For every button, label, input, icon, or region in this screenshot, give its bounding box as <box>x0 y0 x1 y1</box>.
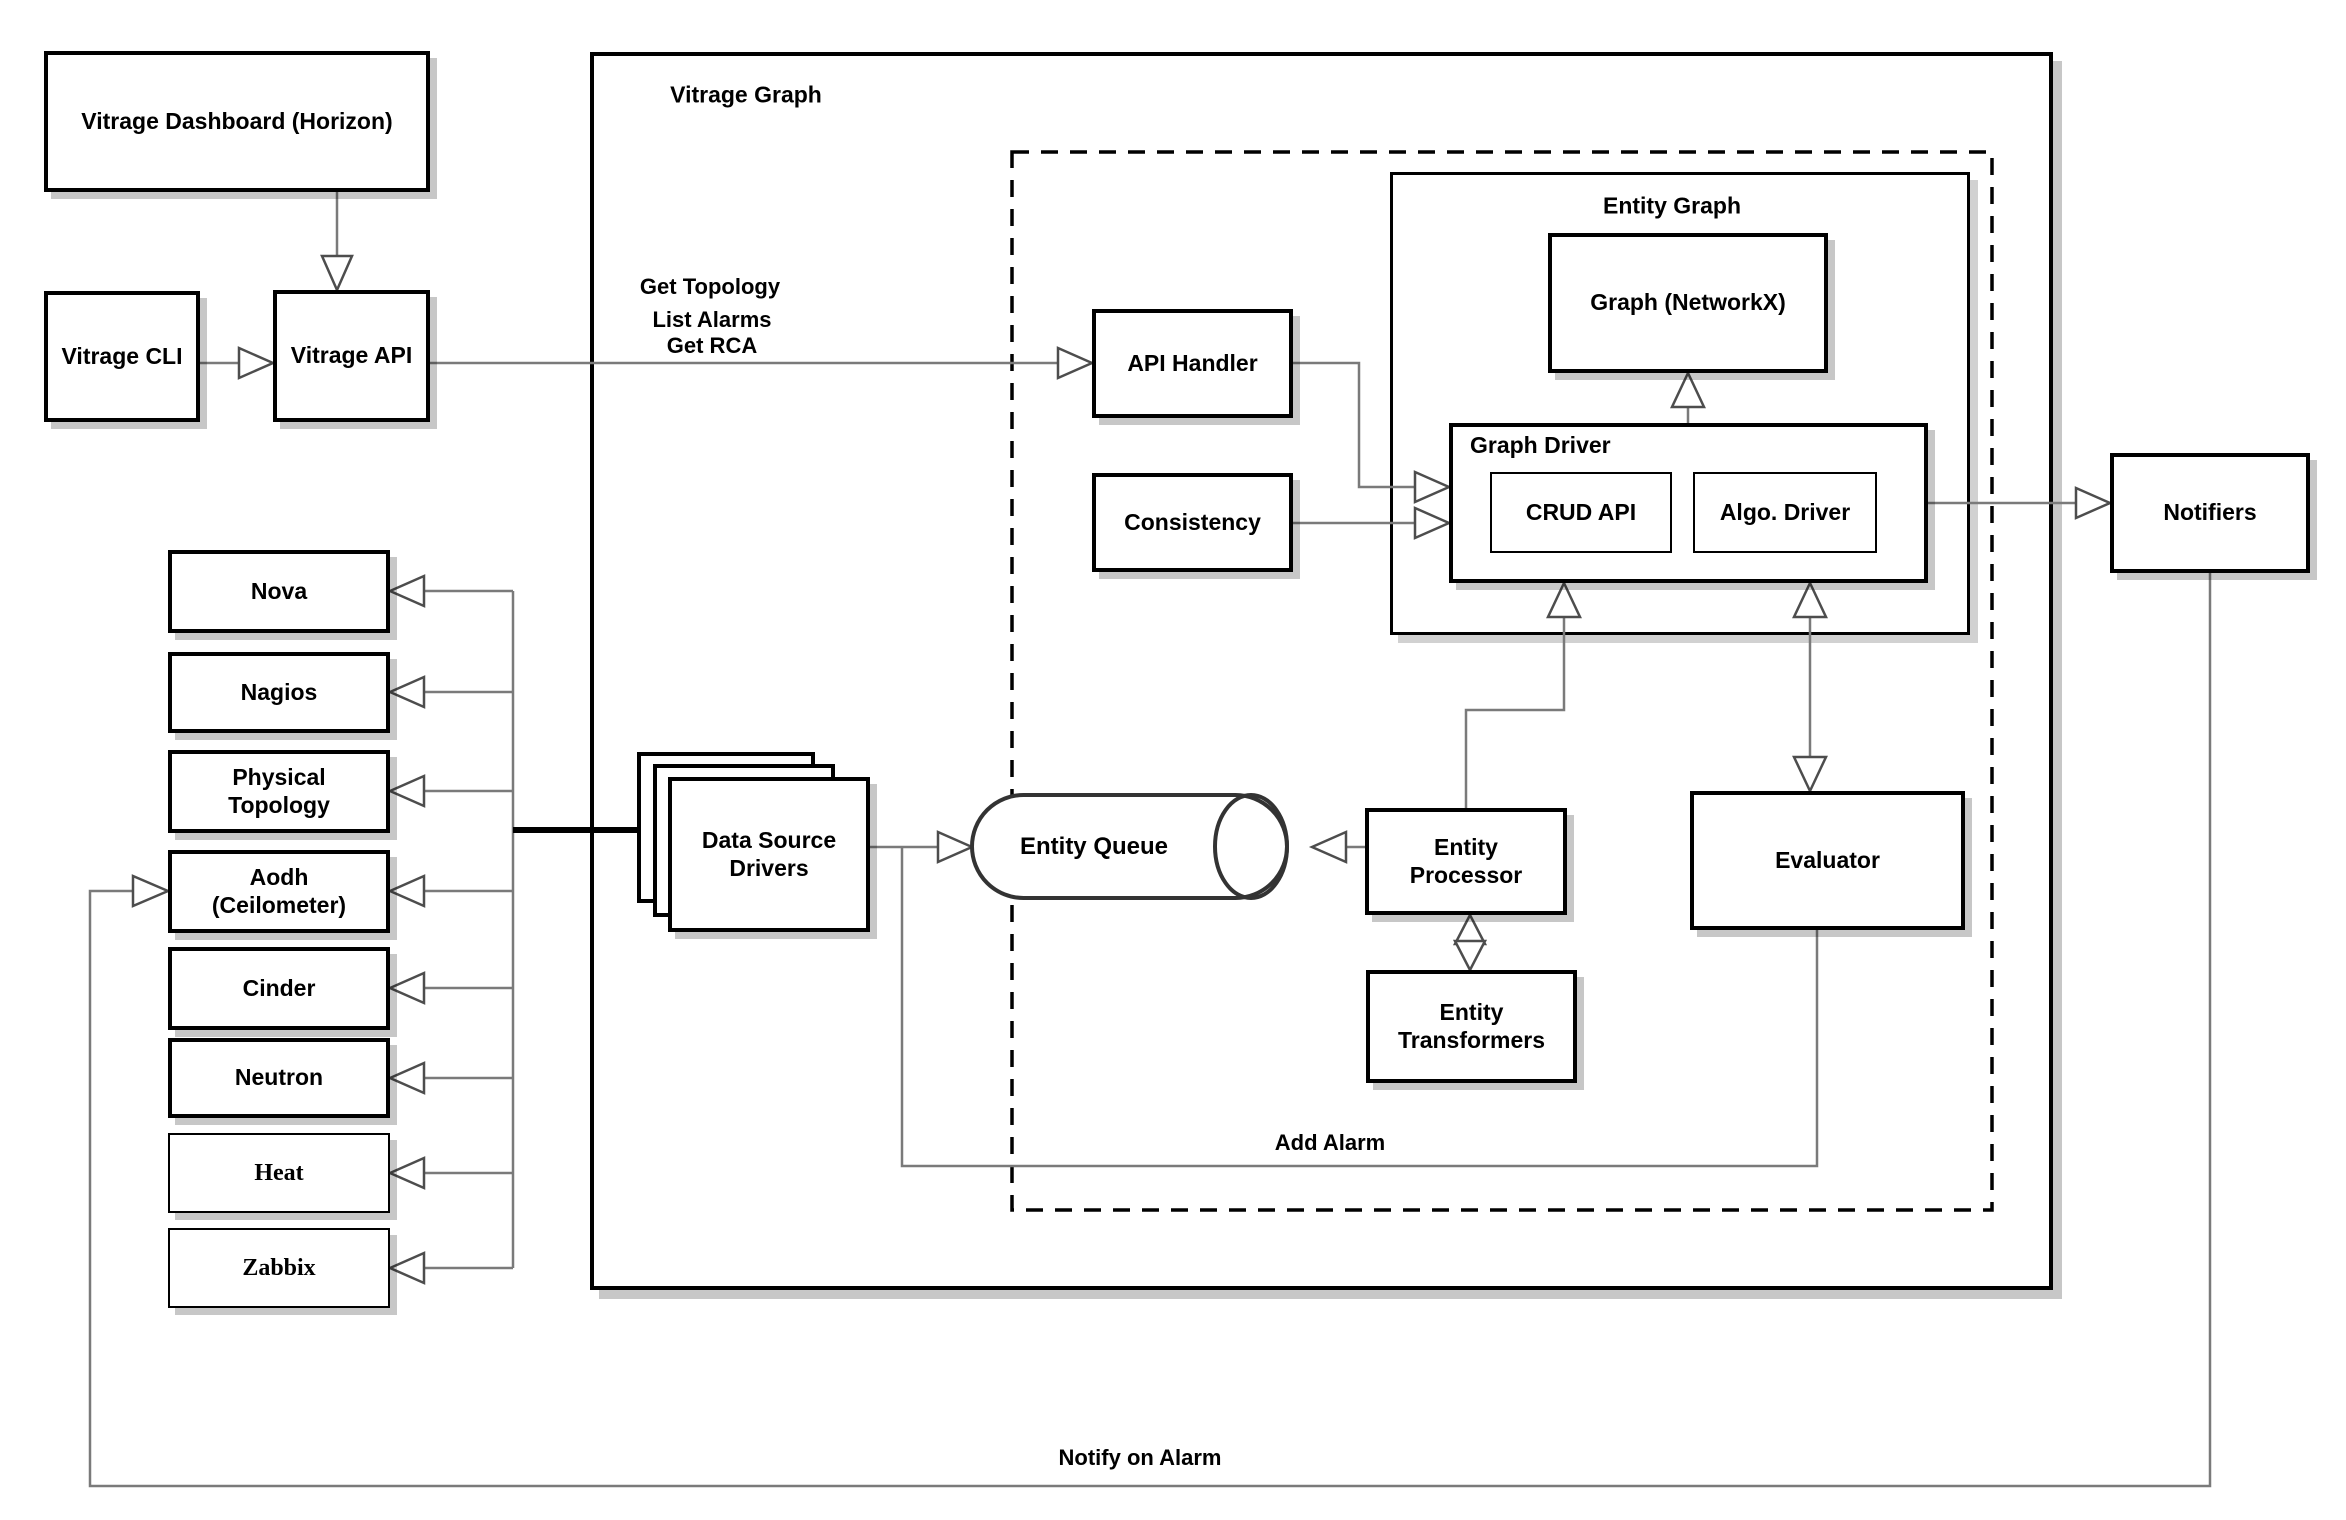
arrowhead-into-cinder <box>386 971 426 1005</box>
arrowhead-into-queue-right <box>1308 830 1348 864</box>
arrowhead-into-graphdriver-2 <box>1413 506 1453 540</box>
node-physical-topology: Physical Topology <box>168 750 390 833</box>
node-heat: Heat <box>168 1133 390 1213</box>
arrowhead-into-nagios <box>386 675 426 709</box>
entity-queue-shape <box>970 793 1289 900</box>
arrowhead-into-graphdriver-1 <box>1413 470 1453 504</box>
edge-label-get-topology: Get Topology <box>639 274 781 299</box>
arrowhead-into-algodriver <box>1792 580 1828 619</box>
node-algo-driver: Algo. Driver <box>1693 472 1877 553</box>
node-vitrage-api: Vitrage API <box>273 290 430 422</box>
vitrage-graph-container <box>590 52 2053 1290</box>
arrowhead-into-transformers <box>1452 939 1488 973</box>
arrowhead-into-neutron <box>386 1061 426 1095</box>
edge-label-get-rca: Get RCA <box>666 333 758 358</box>
node-api-handler: API Handler <box>1092 309 1293 418</box>
node-entity-processor: Entity Processor <box>1365 808 1567 915</box>
arrowhead-into-notifiers <box>2074 486 2114 520</box>
arrowheads <box>131 254 2114 1285</box>
node-vitrage-dashboard: Vitrage Dashboard (Horizon) <box>44 51 430 192</box>
edge-label-add-alarm: Add Alarm <box>1274 1130 1386 1155</box>
arrowhead-into-apihandler <box>1056 346 1096 380</box>
node-aodh-ceilometer: Aodh (Ceilometer) <box>168 850 390 933</box>
arrowhead-into-aodh-right <box>386 874 426 908</box>
node-cinder: Cinder <box>168 947 390 1030</box>
arrowhead-into-processor <box>1452 912 1488 946</box>
arrowhead-into-heat <box>386 1156 426 1190</box>
arrowhead-into-zabbix <box>386 1251 426 1285</box>
node-entity-transformers: Entity Transformers <box>1366 970 1577 1083</box>
arrowhead-into-evaluator <box>1792 755 1828 794</box>
node-vitrage-cli: Vitrage CLI <box>44 291 200 422</box>
arrowhead-into-api-top <box>320 254 354 294</box>
edge-notify-on-alarm <box>88 573 2212 1488</box>
node-zabbix: Zabbix <box>168 1228 390 1308</box>
arrowhead-into-nova <box>386 574 426 608</box>
graph-driver-label: Graph Driver <box>1470 432 1611 458</box>
edge-label-list-alarms: List Alarms <box>652 307 772 332</box>
node-data-source-drivers: Data Source Drivers <box>668 777 870 932</box>
edge-label-notify-on-alarm: Notify on Alarm <box>1058 1445 1222 1470</box>
arrowhead-into-crud <box>1546 580 1582 619</box>
arrowhead-into-networkx <box>1670 370 1706 409</box>
node-nagios: Nagios <box>168 652 390 733</box>
entity-graph-container <box>1390 172 1970 635</box>
edge-apihandler-graphdriver <box>1293 361 1415 489</box>
entity-queue-label: Entity Queue <box>1019 833 1169 860</box>
arrowhead-into-phys <box>386 774 426 808</box>
node-nova: Nova <box>168 550 390 633</box>
node-graph-networkx: Graph (NetworkX) <box>1548 233 1828 373</box>
vitrage-graph-label: Vitrage Graph <box>670 81 822 108</box>
arrowhead-into-api-left <box>237 346 277 380</box>
edges <box>88 150 2212 1488</box>
node-neutron: Neutron <box>168 1038 390 1118</box>
edge-processor-crud <box>1464 617 1566 808</box>
arrowhead-into-aodh-left <box>131 874 172 908</box>
node-notifiers: Notifiers <box>2110 453 2310 573</box>
dashed-boundary <box>1010 150 1994 1212</box>
node-consistency: Consistency <box>1092 473 1293 572</box>
edge-add-alarm <box>900 847 1819 1168</box>
node-crud-api: CRUD API <box>1490 472 1672 553</box>
arrowhead-into-queue-left <box>936 830 976 864</box>
entity-graph-label: Entity Graph <box>1602 192 1742 219</box>
node-evaluator: Evaluator <box>1690 791 1965 930</box>
